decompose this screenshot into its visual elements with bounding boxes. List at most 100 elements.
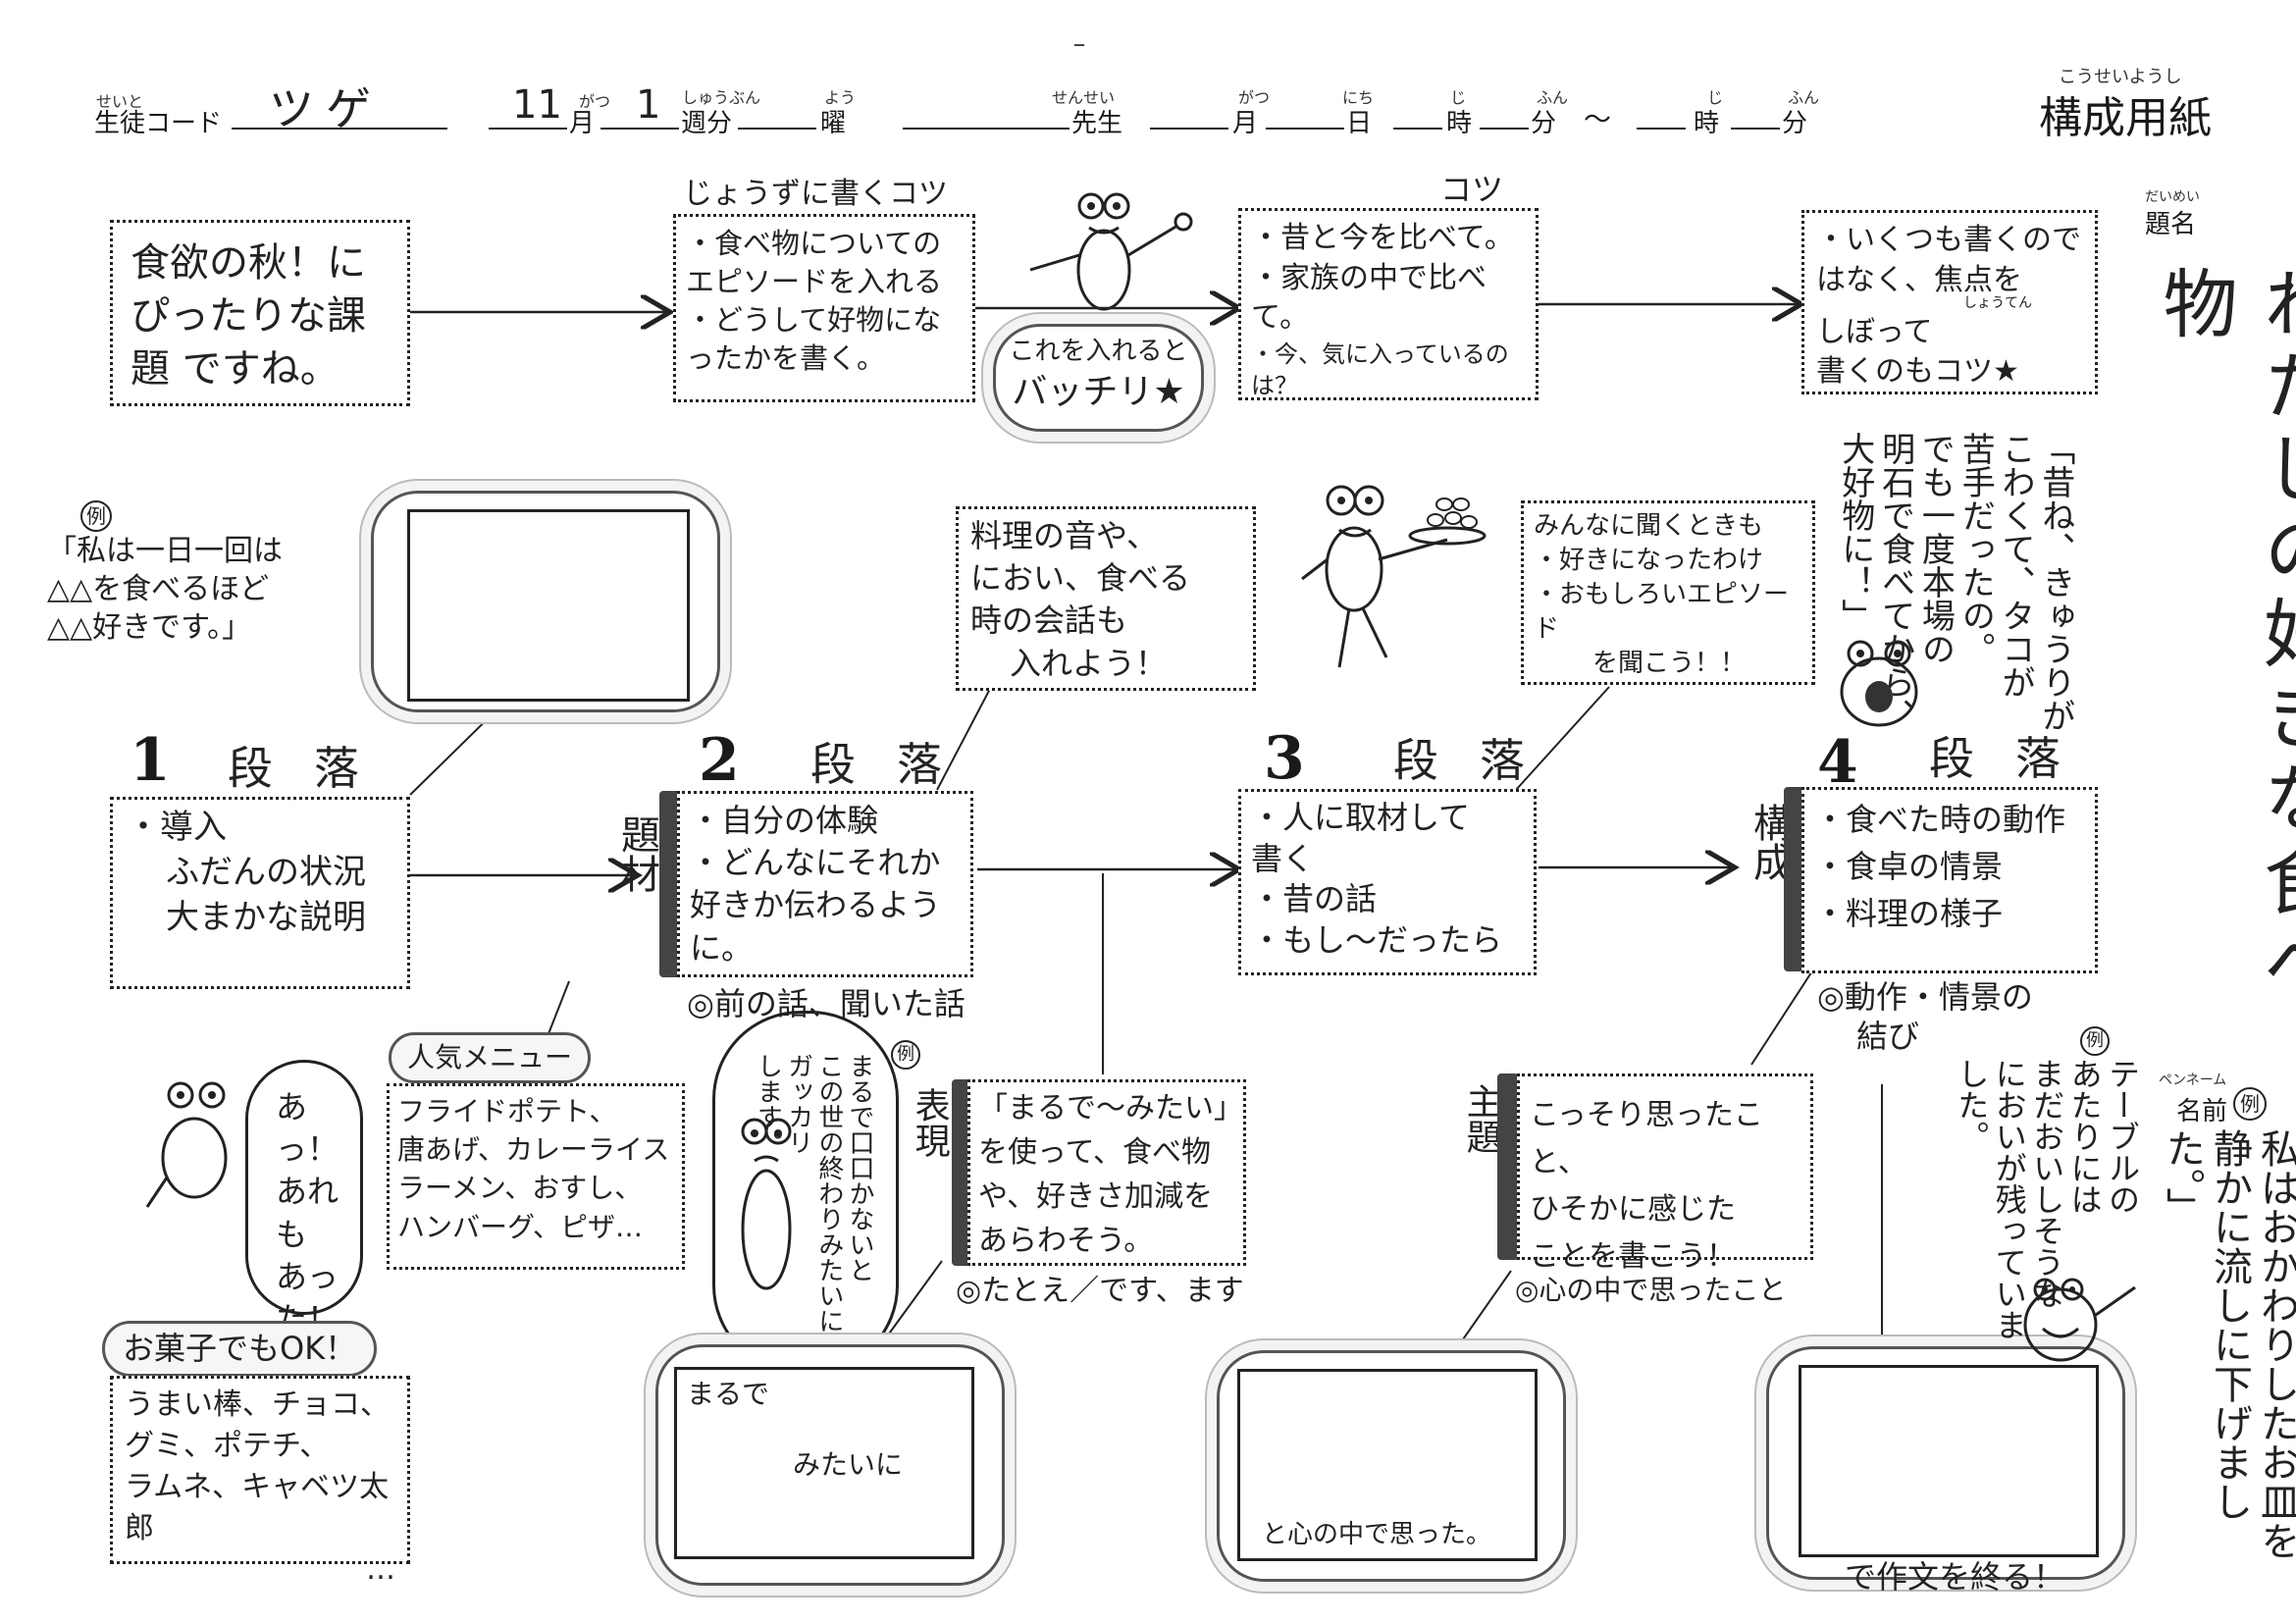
paragraph-4-note-line-2: 結び	[1856, 1018, 1920, 1055]
example-badge-left: 例	[80, 500, 112, 532]
interview-line-4: を聞こう！！	[1592, 649, 1747, 679]
paragraph-1-number: 1	[130, 726, 171, 795]
sweets-line-1: うまい棒、チョコ、	[125, 1387, 390, 1422]
expression-example-bubble: まるで口口かないと この世の終わりみたいに ガッカリ します。	[712, 1011, 899, 1374]
date-day-field[interactable]	[1266, 79, 1344, 130]
ruby-sensei: せんせい	[1052, 88, 1116, 107]
cloud-simile-inner[interactable]: まるで みたいに	[674, 1367, 974, 1559]
focus-line-1: ・いくつも書くので	[1816, 223, 2081, 257]
tips-line-3: ・どうして好物にな	[686, 303, 942, 338]
example-left-line-2: △△を食べるほど	[47, 572, 270, 606]
ruby-ji: じ	[1450, 88, 1467, 107]
sweets-line-2: グミ、ポテチ、	[125, 1429, 330, 1463]
connector-interview	[1515, 686, 1610, 791]
cloud-ending-inner[interactable]	[1799, 1365, 2099, 1557]
ruby-daimei: だいめい	[2145, 189, 2200, 205]
right-example-line-1: テーブルの	[2103, 1058, 2141, 1215]
sweets-box: うまい棒、チョコ、 グミ、ポテチ、 ラムネ、キャベツ太郎 …	[110, 1376, 410, 1587]
kotsu-box: ・昔と今を比べて。 ・家族の中で比べ て。 ・今、気に入っているのは？	[1238, 208, 1539, 400]
cloud-simile: まるで みたいに	[655, 1344, 1005, 1586]
focus-line-2: はなく、焦点を	[1816, 262, 2022, 297]
week-field[interactable]: 1	[600, 79, 679, 130]
paragraph-2-line-2: ・どんなにそれか	[690, 844, 941, 882]
paragraph-2-label: 段落	[810, 738, 983, 791]
pen-name-badge: 例	[2233, 1087, 2267, 1121]
theme-note: ◎心の中で思ったこと	[1515, 1274, 1787, 1306]
example-left-text: 「私は一日一回は △△を食べるほど △△好きです。」	[47, 532, 283, 647]
paragraph-4-box: ・食べた時の動作 ・食卓の情景 ・料理の様子	[1801, 787, 2098, 973]
cloud-empty-1-inner[interactable]	[407, 509, 690, 702]
paragraph-3-box: ・人に取材して 書く ・昔の話 ・もし～だったら	[1238, 789, 1537, 975]
paragraph-2-box: ・自分の体験 ・どんなにそれか 好きか伝わるように。	[677, 791, 973, 977]
theme-marker-bar	[1497, 1073, 1519, 1260]
paragraph-3-line-2: 書く	[1251, 839, 1315, 877]
student-code-value: ツゲ	[269, 82, 383, 135]
popular-menu-box: フライドポテト、 唐あげ、カレーライス ラーメン、おすし、 ハンバーグ、ピザ…	[387, 1083, 685, 1270]
connector-cooking	[936, 686, 992, 791]
student-code-label: 生徒コード	[94, 109, 223, 138]
minute-label: 分	[1531, 109, 1557, 138]
tips-box: ・食べ物についての エピソードを入れる ・どうして好物にな ったかを書く。	[673, 214, 975, 402]
example-right-line-4: でも一度本場の	[1915, 432, 1956, 665]
theme-line-1: こっそり思ったこと、	[1530, 1098, 1763, 1179]
frog-thinking-icon	[145, 1081, 228, 1208]
example-left-line-3: △△好きです。」	[47, 610, 252, 645]
hour-field[interactable]	[1393, 79, 1442, 130]
focus-ruby: しょうてん	[1963, 295, 2032, 311]
pen-name-ruby: ペンネーム	[2159, 1073, 2227, 1088]
paragraph-1-box: ・導入 ふだんの状況 大まかな説明	[110, 797, 410, 989]
popular-menu-line-3: ラーメン、おすし、	[397, 1172, 643, 1205]
kotsu-line-2: ・家族の中で比べ	[1251, 260, 1487, 295]
tips-line-2: エピソードを入れる	[686, 265, 943, 299]
minute-field-2[interactable]	[1731, 79, 1780, 130]
week-value: 1	[636, 82, 661, 128]
frog-speech-bubble: あっ！ あれも あった！	[245, 1060, 363, 1337]
example-right-line-3: 苦手だったの。	[1956, 432, 1996, 665]
minute-field[interactable]	[1480, 79, 1529, 130]
frog-speech-line-2: あれも	[276, 1173, 339, 1253]
expression-line-3: や、好きさ加減を	[978, 1179, 1214, 1214]
sweets-header: お菓子でもOK！	[102, 1321, 378, 1378]
ruby-gatsu: がつ	[579, 92, 611, 111]
kotsu-header: コツ	[1440, 171, 1504, 208]
example-right-line-1: 「昔ね、きゅうりが	[2035, 432, 2075, 732]
tips-line-1: ・食べ物についての	[686, 227, 942, 260]
month-label: 月	[569, 109, 596, 138]
connector-cloud1	[409, 696, 511, 796]
month-field[interactable]: 11	[489, 79, 567, 130]
right-example-line-4: においが残っていました。	[1953, 1058, 2028, 1340]
expression-example-badge: 例	[891, 1040, 920, 1070]
pen-name-line-2: 静かに流しに下げました。」	[2160, 1128, 2252, 1521]
cloud-empty-1	[371, 491, 720, 712]
cooking-note-box: 料理の音や、 におい、食べる 時の会話も 入れよう！	[956, 506, 1256, 691]
expression-note: ◎たとえ／です、ます	[956, 1274, 1244, 1308]
paragraph-4-note: ◎動作・情景の 結び	[1817, 977, 2033, 1056]
paragraph-4-number: 4	[1817, 728, 1858, 797]
kotsu-line-1: ・昔と今を比べて。	[1251, 221, 1514, 255]
pen-name-line-1: 私はおかわりしたお皿を	[2254, 1128, 2296, 1560]
cloud-inner-thought-inner[interactable]: と心の中で思った。	[1237, 1369, 1538, 1561]
cooking-line-4: 入れよう！	[1010, 644, 1168, 682]
popular-menu-line-2: 唐あげ、カレーライス	[397, 1133, 670, 1167]
tilde: ～	[1584, 103, 1612, 135]
frog-sad-icon	[741, 1118, 792, 1290]
paragraph-4-line-1: ・食べた時の動作	[1814, 801, 2066, 838]
teacher-field[interactable]	[903, 79, 1070, 130]
interview-line-3: ・おもしろいエピソード	[1534, 580, 1790, 645]
paragraph-1-line-2: ふだんの状況	[166, 852, 366, 892]
theme-side-label: 主題	[1460, 1083, 1501, 1154]
hour-field-2[interactable]	[1637, 79, 1686, 130]
right-example-line-2: あたりには	[2065, 1058, 2104, 1215]
student-code-field[interactable]: ツゲ	[232, 79, 447, 135]
bacchiri-line-2: バッチリ★	[1012, 372, 1185, 413]
frog-laughing-icon	[1840, 640, 1918, 727]
theme-box: こっそり思ったこと、 ひそかに感じた ことを書こう！	[1517, 1073, 1813, 1274]
form-title: 構成用紙	[2039, 93, 2212, 143]
right-example-vertical: テーブルの あたりには まだおいしそうな においが残っていました。	[1953, 1058, 2141, 1362]
paragraph-2-line-3: 好きか伝わるように。	[690, 886, 942, 967]
date-month-field[interactable]	[1150, 79, 1228, 130]
ruby-shuubun: しゅうぶん	[682, 88, 761, 107]
weekday-field[interactable]	[738, 79, 816, 130]
tips-line-4: ったかを書く。	[686, 341, 886, 376]
